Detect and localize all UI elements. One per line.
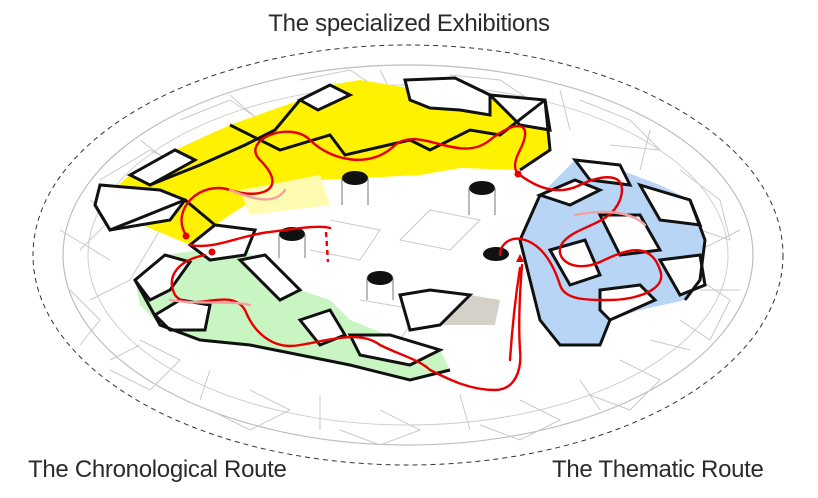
route-node-west <box>182 232 190 240</box>
wall-block-top1 <box>296 83 354 112</box>
route-arrow-head <box>516 254 524 262</box>
wall-block-s4 <box>398 288 474 332</box>
thematic-route-label: The Thematic Route <box>552 456 764 483</box>
thematic-route-path <box>498 173 663 302</box>
route-dashed-connector <box>324 231 330 263</box>
route-node-west-2 <box>208 248 216 256</box>
diagram-title: The specialized Exhibitions <box>268 10 550 37</box>
column-2 <box>469 181 495 195</box>
wall-block-e5 <box>547 238 603 287</box>
wall-block-sw1 <box>132 253 193 302</box>
specialized-route-pale <box>228 188 287 201</box>
column-5 <box>483 247 509 261</box>
wall-block-s3 <box>347 333 445 367</box>
column-4 <box>367 271 393 285</box>
wall-block-e7 <box>657 253 707 297</box>
chronological-route-pale <box>168 298 252 307</box>
specialized-zone-pale <box>240 175 330 215</box>
route-node-specialized <box>514 170 522 178</box>
wall-block-top2 <box>403 76 492 117</box>
thematic-route-pale <box>573 210 647 227</box>
site-boundary-dashed <box>32 44 784 466</box>
wall-block-e1 <box>535 178 604 207</box>
column-1 <box>342 171 368 185</box>
wall-block-s1 <box>236 253 303 302</box>
wall-block-e6 <box>598 283 658 322</box>
wall-block-nw <box>126 148 199 187</box>
wall-block-top3 <box>486 93 552 132</box>
specialized-exhibitions-zone <box>95 80 550 245</box>
wall-block-s2 <box>297 308 348 347</box>
column-shafts <box>278 178 496 300</box>
visitor-routes <box>168 125 663 392</box>
thematic-route-descent <box>508 266 522 362</box>
route-nodes <box>182 170 522 256</box>
roof-ring <box>62 64 754 446</box>
chronological-route-label: The Chronological Route <box>28 456 287 483</box>
